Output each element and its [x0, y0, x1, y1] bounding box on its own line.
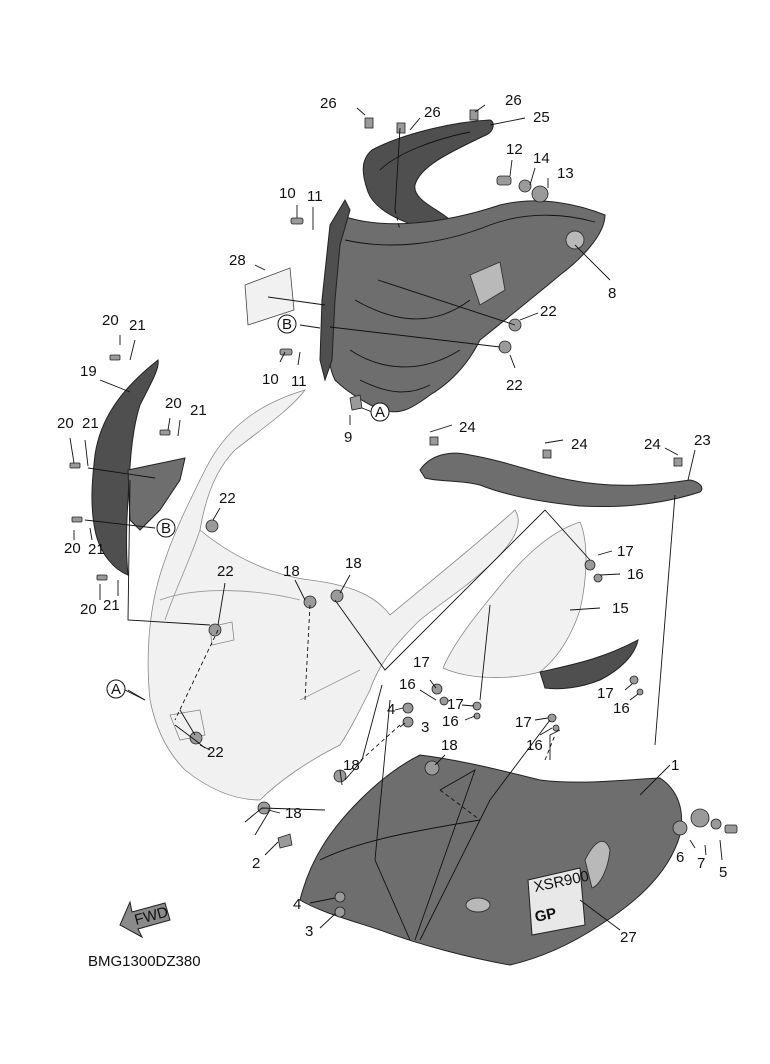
- ref-circle-b-lower: [156, 518, 176, 538]
- label-20: 20: [102, 312, 119, 329]
- part-8-inner-cowl: [319, 198, 606, 413]
- part-23-strip: [419, 452, 703, 508]
- label-10: 10: [279, 185, 296, 202]
- part-28-label: [244, 267, 295, 326]
- label-16: 16: [627, 566, 644, 583]
- part-15-side-panel: [442, 521, 639, 690]
- label-24: 24: [571, 436, 588, 453]
- part-27-badge: XSR900 GP: [527, 867, 590, 936]
- label-4: 4: [293, 896, 301, 913]
- label-22: 22: [540, 303, 557, 320]
- label-27: 27: [620, 929, 637, 946]
- label-17: 17: [617, 543, 634, 560]
- label-17: 17: [447, 696, 464, 713]
- ref-circle-a-upper: [370, 402, 390, 422]
- label-22: 22: [506, 377, 523, 394]
- ref-label-b: B: [282, 316, 292, 333]
- label-20: 20: [80, 601, 97, 618]
- label-16: 16: [526, 737, 543, 754]
- label-21: 21: [129, 317, 146, 334]
- label-16: 16: [399, 676, 416, 693]
- label-20: 20: [57, 415, 74, 432]
- label-3: 3: [421, 719, 429, 736]
- label-21: 21: [190, 402, 207, 419]
- label-22: 22: [217, 563, 234, 580]
- label-17: 17: [515, 714, 532, 731]
- label-18: 18: [345, 555, 362, 572]
- label-26: 26: [424, 104, 441, 121]
- label-28: 28: [229, 252, 246, 269]
- label-9: 9: [344, 429, 352, 446]
- ref-label-a: A: [111, 681, 121, 698]
- label-26: 26: [505, 92, 522, 109]
- label-16: 16: [442, 713, 459, 730]
- ref-circle-b-upper: [277, 314, 297, 334]
- label-17: 17: [413, 654, 430, 671]
- label-3: 3: [305, 923, 313, 940]
- ref-label-a: A: [375, 404, 385, 421]
- part-1-lower-cowl: XSR900 GP: [299, 754, 683, 966]
- diagram-code: BMG1300DZ380: [88, 953, 201, 970]
- label-25: 25: [533, 109, 550, 126]
- hardware: [69, 109, 738, 918]
- label-8: 8: [608, 285, 616, 302]
- label-7: 7: [697, 855, 705, 872]
- label-10: 10: [262, 371, 279, 388]
- label-5: 5: [719, 864, 727, 881]
- label-11: 11: [307, 188, 323, 205]
- label-21: 21: [88, 541, 105, 558]
- label-18: 18: [343, 757, 360, 774]
- label-20: 20: [64, 540, 81, 557]
- label-22: 22: [207, 744, 224, 761]
- ref-circle-a-lower: [106, 679, 126, 699]
- badge-large-text: GP: [533, 905, 558, 926]
- label-24: 24: [644, 436, 661, 453]
- label-14: 14: [533, 150, 550, 167]
- label-2: 2: [252, 855, 260, 872]
- label-20: 20: [165, 395, 182, 412]
- label-26: 26: [320, 95, 337, 112]
- label-18: 18: [283, 563, 300, 580]
- label-19: 19: [80, 363, 97, 380]
- label-12: 12: [506, 141, 523, 158]
- leader-lines: [69, 104, 723, 941]
- label-16: 16: [613, 700, 630, 717]
- ref-label-b: B: [161, 520, 171, 537]
- label-17: 17: [597, 685, 614, 702]
- label-6: 6: [676, 849, 684, 866]
- label-24: 24: [459, 419, 476, 436]
- label-18: 18: [441, 737, 458, 754]
- label-21: 21: [103, 597, 120, 614]
- label-15: 15: [612, 600, 629, 617]
- label-4: 4: [387, 701, 395, 718]
- label-1: 1: [671, 757, 679, 774]
- label-23: 23: [694, 432, 711, 449]
- label-22: 22: [219, 490, 236, 507]
- fwd-arrow-icon: FWD: [119, 900, 171, 939]
- label-13: 13: [557, 165, 574, 182]
- callout-labels: 26 26 26 25 12 14 13 10 11 28 8 B 22 22 …: [57, 92, 727, 946]
- label-21: 21: [82, 415, 99, 432]
- label-11: 11: [291, 373, 307, 390]
- label-18: 18: [285, 805, 302, 822]
